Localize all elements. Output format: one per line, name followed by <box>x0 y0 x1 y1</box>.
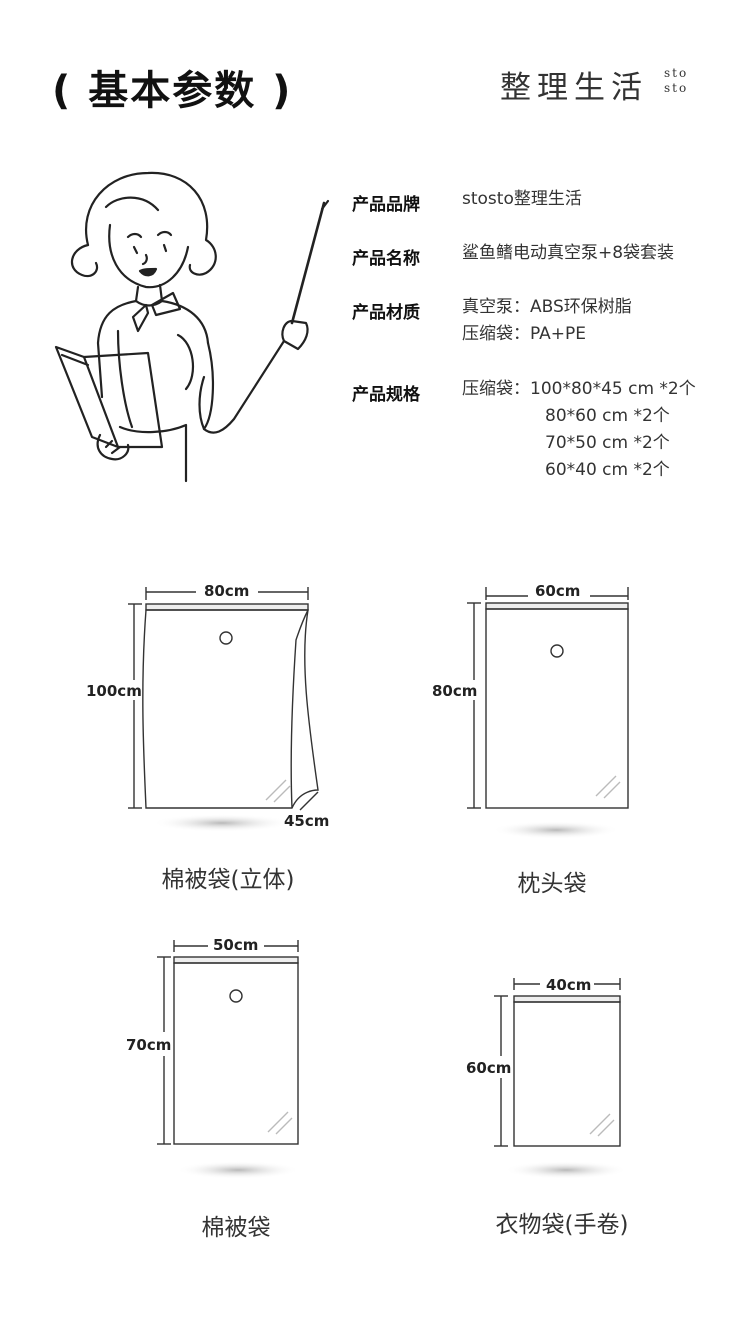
spec-name-value: 鲨鱼鳍电动真空泵+8袋套装 <box>462 243 675 263</box>
bag-1-width-label: 80cm <box>204 582 250 600</box>
bag-3-width-label: 50cm <box>213 936 259 954</box>
bag-1-depth-label: 45cm <box>284 812 330 830</box>
bag-4-height-label: 60cm <box>466 1059 512 1077</box>
spec-material-line: 真空泵：ABS环保树脂 <box>462 297 632 317</box>
spec-size-label: 产品规格 <box>352 385 420 405</box>
brand-latin-bottom: sto <box>664 81 689 95</box>
spec-size-line: 压缩袋：100*80*45 cm *2个 <box>462 379 696 399</box>
spec-size-line: 80*60 cm *2个 <box>545 406 670 426</box>
brand-latin-top: sto <box>664 66 689 80</box>
page-title: ( 基本参数 ) <box>52 68 293 114</box>
bag-4-caption: 衣物袋(手卷) <box>495 1212 629 1238</box>
spec-size-line: 70*50 cm *2个 <box>545 433 670 453</box>
bag-3-caption: 棉被袋 <box>201 1215 271 1241</box>
bag-3-height-label: 70cm <box>126 1036 172 1054</box>
spec-brand-label: 产品品牌 <box>352 195 420 215</box>
spec-material-values: 真空泵：ABS环保树脂 压缩袋：PA+PE <box>462 294 632 348</box>
spec-size-values: 压缩袋：100*80*45 cm *2个 80*60 cm *2个 70*50 … <box>462 376 696 484</box>
brand-name: 整理生活 <box>500 70 648 106</box>
bag-4-diagram <box>494 978 628 1179</box>
spec-material-label: 产品材质 <box>352 303 420 323</box>
bag-2-diagram <box>467 587 629 839</box>
bag-2-width-label: 60cm <box>535 582 581 600</box>
brand-latin: sto sto <box>664 66 688 96</box>
bag-2-caption: 枕头袋 <box>517 871 587 897</box>
bag-3-diagram <box>157 940 300 1179</box>
bag-2-height-label: 80cm <box>432 682 478 700</box>
spec-brand-value: stosto整理生活 <box>462 189 582 209</box>
bag-1-caption: 棉被袋(立体) <box>161 867 295 893</box>
spec-material-line: 压缩袋：PA+PE <box>462 324 587 344</box>
bag-1-diagram <box>128 587 319 832</box>
teacher-illustration <box>54 171 330 483</box>
bag-4-width-label: 40cm <box>546 976 592 994</box>
spec-name-label: 产品名称 <box>352 249 420 269</box>
bag-1-height-label: 100cm <box>86 682 142 700</box>
spec-size-line: 60*40 cm *2个 <box>545 460 670 480</box>
